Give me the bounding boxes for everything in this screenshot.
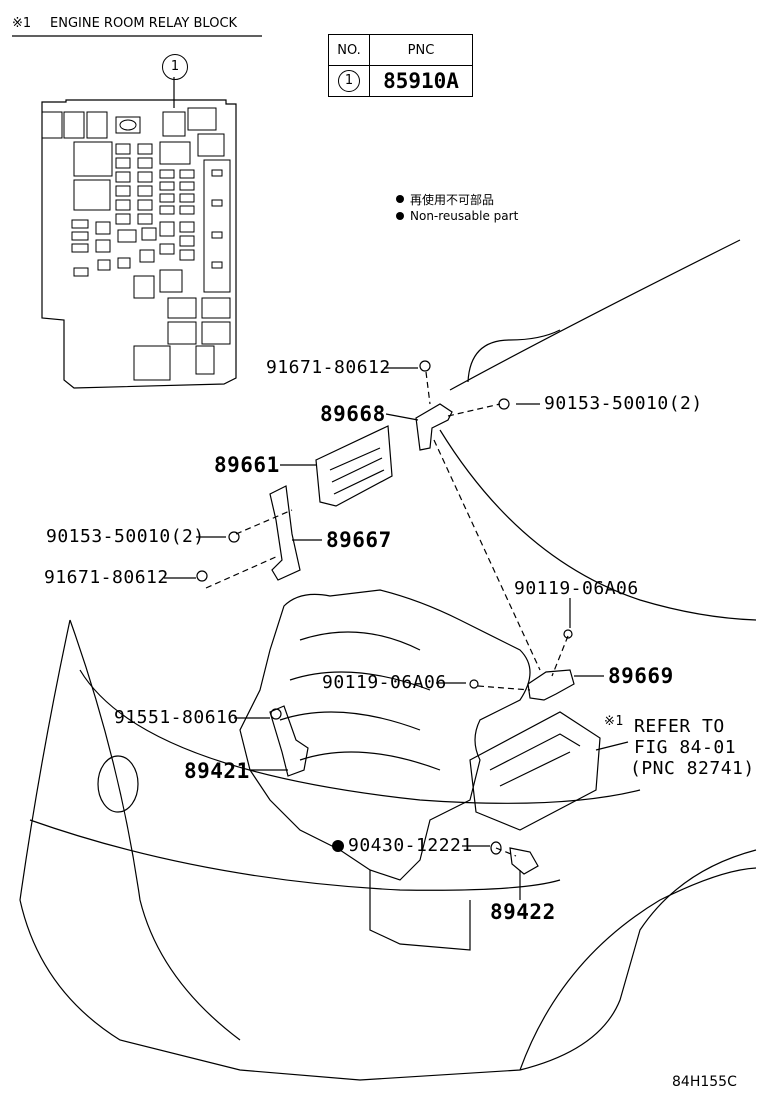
hood-line bbox=[449, 239, 741, 391]
label-89667: 89667 bbox=[326, 528, 392, 552]
label-leaders bbox=[164, 367, 629, 900]
legend-jp: 再使用不可部品 bbox=[410, 193, 495, 207]
windshield-line bbox=[467, 329, 561, 383]
relay-block-installed bbox=[469, 711, 601, 831]
label-89668: 89668 bbox=[320, 402, 386, 426]
dashed-leaders bbox=[205, 371, 569, 857]
ecu-ribs bbox=[329, 447, 385, 495]
pnc-row-no: 1 bbox=[338, 70, 360, 92]
label-90119-right: 90119-06A06 bbox=[514, 578, 639, 599]
engine-lower bbox=[369, 870, 471, 951]
bracket-89669 bbox=[527, 669, 575, 701]
wheel-arch bbox=[519, 867, 757, 1071]
label-91671-top: 91671-80612 bbox=[266, 357, 391, 378]
relay-block-details bbox=[489, 733, 581, 787]
bracket-89668 bbox=[415, 403, 453, 451]
label-90153-left: 90153-50010(2) bbox=[46, 526, 205, 547]
refer-line1: REFER TO bbox=[634, 716, 725, 737]
ecu-89661 bbox=[315, 425, 393, 507]
sensor-89422 bbox=[509, 847, 539, 875]
bracket-89667 bbox=[269, 485, 301, 581]
legend-bullet-jp bbox=[396, 195, 404, 203]
header-title: ENGINE ROOM RELAY BLOCK bbox=[50, 16, 238, 31]
pnc-row-no-cell: 1 bbox=[328, 65, 370, 97]
engine-block bbox=[239, 589, 531, 881]
refer-mark: ※1 bbox=[604, 714, 624, 729]
grille-line bbox=[29, 819, 561, 891]
label-91671-left: 91671-80612 bbox=[44, 567, 169, 588]
fasteners bbox=[196, 360, 573, 720]
fender-curve bbox=[439, 429, 757, 621]
bumper-outline bbox=[19, 619, 757, 1081]
refer-line3: (PNC 82741) bbox=[630, 758, 755, 779]
label-89661: 89661 bbox=[214, 453, 280, 477]
non-reusable-bullet bbox=[332, 840, 344, 852]
gasket-90430 bbox=[490, 841, 502, 855]
engine-details bbox=[279, 631, 441, 771]
label-89422: 89422 bbox=[490, 900, 556, 924]
bumper-inner bbox=[69, 619, 241, 1041]
legend-en: Non-reusable part bbox=[410, 209, 519, 223]
refer-line2: FIG 84-01 bbox=[634, 737, 737, 758]
hood-edge bbox=[79, 669, 641, 804]
label-91551: 91551-80616 bbox=[114, 707, 239, 728]
pnc-table: NO. PNC 1 85910A bbox=[328, 34, 473, 97]
headlamp-washer bbox=[97, 755, 139, 813]
figure-code: 84H155C bbox=[672, 1074, 737, 1090]
relay-callout-number: 1 bbox=[162, 54, 188, 80]
pnc-col-pnc: PNC bbox=[369, 34, 473, 66]
header-note-mark: ※1 bbox=[12, 16, 32, 31]
label-90153-right: 90153-50010(2) bbox=[544, 393, 703, 414]
label-90430: 90430-12221 bbox=[348, 835, 473, 856]
relay-block-outline bbox=[41, 99, 237, 389]
sensor-89421 bbox=[269, 705, 309, 777]
relay-block-cells bbox=[41, 107, 231, 381]
legend-bullet-en bbox=[396, 212, 404, 220]
label-89669: 89669 bbox=[608, 664, 674, 688]
pnc-row-pnc: 85910A bbox=[369, 65, 473, 97]
pnc-col-no: NO. bbox=[328, 34, 370, 66]
label-90119-mid: 90119-06A06 bbox=[322, 672, 447, 693]
label-89421: 89421 bbox=[184, 759, 250, 783]
